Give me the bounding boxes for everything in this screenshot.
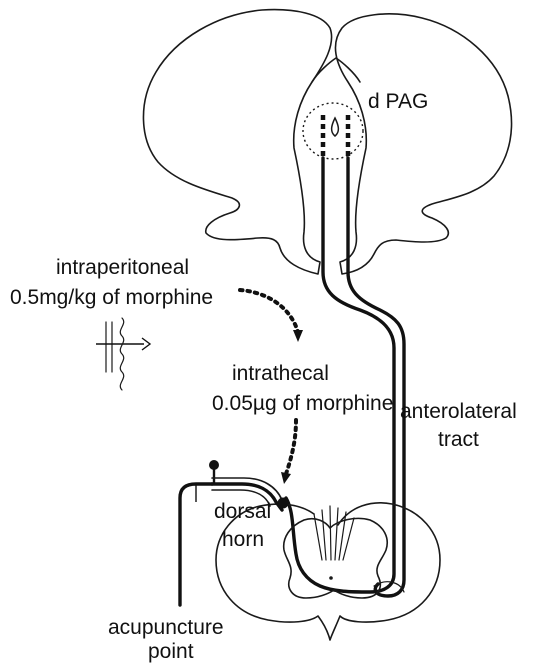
intrathecal-arrowhead — [281, 472, 291, 484]
dorsal-horn-label-line1: dorsal — [214, 500, 271, 523]
intrathecal-label-line2: 0.05µg of morphine — [212, 392, 393, 415]
intrathecal-label-line1: intrathecal — [232, 362, 329, 385]
vagus-nerve-section-icon — [96, 318, 150, 390]
intraperitoneal-label-line2: 0.5mg/kg of morphine — [10, 286, 213, 309]
intraperitoneal-label-line1: intraperitoneal — [56, 256, 189, 279]
right-hemisphere-outline — [335, 14, 511, 274]
spinal-cord-outline — [216, 503, 440, 640]
aqueduct-icon — [332, 118, 339, 136]
afferent-nerve-fiber — [180, 484, 212, 605]
dpag-label: d PAG — [368, 90, 428, 113]
intrathecal-arrow — [281, 420, 296, 484]
intraperitoneal-arrow — [240, 290, 303, 342]
intraperitoneal-dotted-path — [240, 290, 298, 332]
anterolateral-label-line2: tract — [438, 428, 479, 451]
anterolateral-label-line1: anterolateral — [400, 400, 517, 423]
brain-section: d PAG — [143, 10, 511, 274]
central-canal — [329, 576, 333, 580]
dpag-region-outline — [303, 103, 363, 159]
acupuncture-label-line2: point — [148, 640, 194, 663]
spinal-cord-section — [216, 503, 440, 640]
dorsal-root-ganglion — [209, 460, 219, 470]
intrathecal-dotted-path — [286, 420, 296, 474]
dorsal-horn-synapse — [278, 498, 289, 509]
intraperitoneal-arrowhead — [293, 330, 303, 342]
dorsal-horn-label-line2: horn — [222, 528, 264, 551]
acupuncture-label-line1: acupuncture — [108, 616, 224, 639]
left-hemisphere-outline — [143, 10, 331, 274]
